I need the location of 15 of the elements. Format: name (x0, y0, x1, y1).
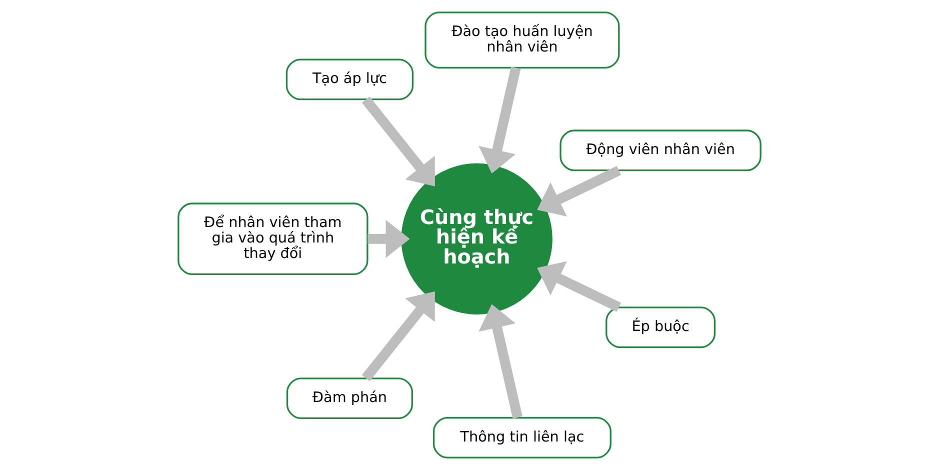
node-box: Thông tin liên lạc (432, 416, 612, 458)
node-circle: Cùng thực hiện kế hoạch (401, 163, 552, 314)
arrow (362, 96, 435, 186)
node-box: Đàm phán (286, 378, 413, 420)
arrow (362, 291, 435, 382)
node-box: Để nhân viên tham gia vào quá trình thay đổi (178, 202, 368, 276)
node-box: Ép buộc (606, 306, 716, 348)
arrow (537, 261, 622, 312)
arrow (537, 166, 622, 216)
node-box: Tạo áp lực (286, 58, 414, 100)
node-box: Đào tạo huấn luyện nhân viên (424, 12, 620, 69)
arrow (368, 220, 410, 258)
node-box: Động viên nhân viên (560, 130, 762, 172)
arrow (478, 66, 521, 174)
arrow (478, 304, 522, 419)
